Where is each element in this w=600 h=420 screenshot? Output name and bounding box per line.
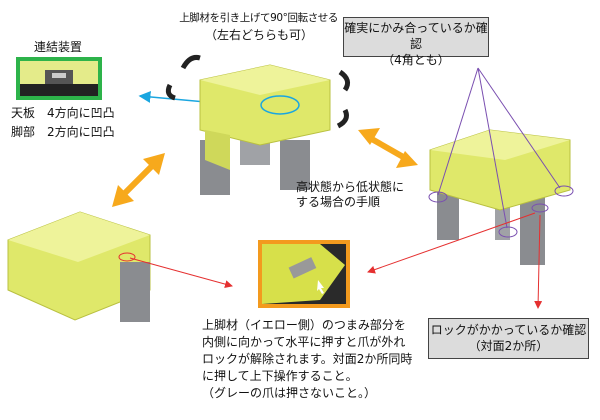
check-engage-line2: （4角とも）: [382, 53, 450, 67]
connector-photo: [16, 57, 102, 100]
rotate-arrows-icon: [165, 55, 351, 129]
rotate-instruction-line1: 上脚材を引き上げて90°回転させる: [179, 12, 338, 24]
high-to-low-line1: 高状態から低状態に: [296, 180, 405, 194]
release-line: 内側に向かって水平に押すと爪が外れ: [202, 335, 406, 349]
check-lock-line2: （対面2か所）: [468, 339, 549, 353]
transition-arrow-left: [112, 128, 418, 207]
stool-low-left: [7, 211, 151, 322]
connector-leg: 脚部 2方向に凹凸: [11, 125, 115, 139]
release-line: に押して上下操作すること。: [202, 369, 358, 383]
red-pointer-arrow: [534, 214, 543, 309]
release-line: 上脚材（イエロー側）のつまみ部分を: [202, 318, 406, 332]
connector-top-board: 天板 4方向に凹凸: [11, 106, 115, 120]
connector-highlight: [260, 95, 300, 115]
connector-title: 連結装置: [34, 40, 83, 54]
release-line: ロックが解除されます。対面2か所同時: [202, 352, 413, 366]
rotate-instruction-line2: （左右どちらも可）: [204, 28, 313, 42]
release-instructions: 上脚材（イエロー側）のつまみ部分を 内側に向かって水平に押すと爪が外れ ロックが…: [202, 317, 412, 402]
release-line: （グレーの爪は押さないこと。）: [202, 386, 377, 400]
red-pointer-arrow: [129, 257, 233, 289]
check-lock-callout: ロックがかかっているか確認 （対面2か所）: [428, 318, 589, 359]
check-pointer-lines: [428, 67, 574, 238]
check-engage-callout: 確実にかみ合っているか確認 （4角とも）: [343, 17, 489, 67]
lock-closeup-photo: [258, 240, 350, 308]
check-engage-line1: 確実にかみ合っているか確認: [344, 21, 488, 51]
stool-raised-rotating: [199, 64, 331, 195]
check-lock-line1: ロックがかかっているか確認: [430, 323, 587, 337]
stool-lowered-right: [429, 129, 571, 265]
high-to-low-line2: する場合の手順: [296, 195, 381, 209]
red-pointer-arrow: [367, 212, 536, 274]
